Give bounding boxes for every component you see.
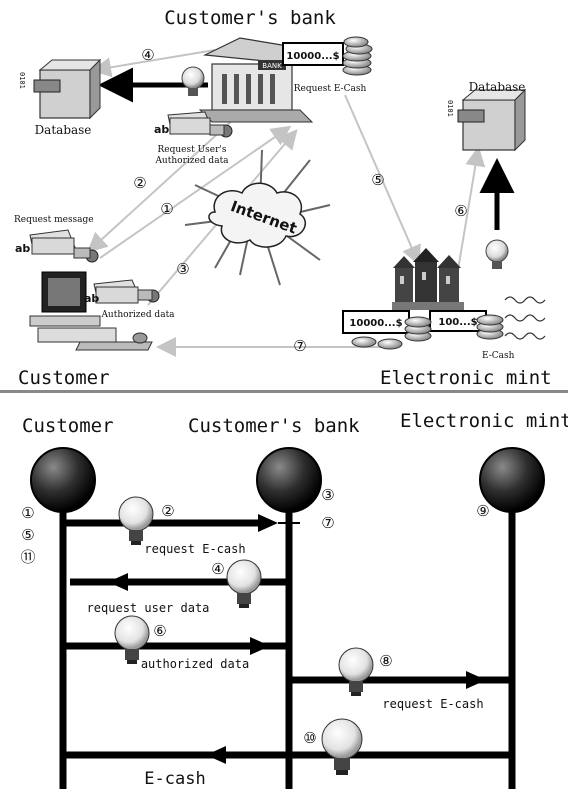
lightbulb-icon [338, 647, 374, 696]
left-binary-text: 0101 [18, 72, 26, 89]
actor-customer-label: Customer [22, 415, 114, 437]
seq-step-6: ⑥ [153, 622, 166, 640]
flow-arrow-1 [99, 125, 292, 259]
seq-step-1: ① [21, 504, 34, 522]
flow-arrow-5 [344, 94, 421, 266]
lightbulb-icon [181, 66, 205, 96]
top-bill-amount: 10000...$ [286, 51, 339, 62]
request-message-document-icon [29, 229, 99, 263]
top-customer-title: Customer [18, 367, 110, 389]
bank-building-icon: BANK [198, 37, 314, 123]
doc-ab-1: ab [154, 123, 169, 136]
request-users-label-2: Authorized data [154, 156, 229, 166]
sequence-diagram-canvas: Customer Customer's bank Electronic mint… [20, 410, 568, 789]
step-3-label: ③ [176, 260, 189, 278]
flow-arrow-2 [87, 117, 236, 253]
mint-node [479, 447, 545, 513]
seq-step-10: ⑩ [303, 729, 316, 747]
request-data-document-icon [167, 111, 233, 138]
flow-arrow-4 [91, 49, 216, 78]
doc-ab-3: ab [84, 292, 99, 305]
message-ecash [66, 746, 509, 764]
lightbulb-icon [485, 239, 509, 269]
msg-authorized-data-label: authorized data [141, 657, 249, 671]
msg-request-ecash-2-label: request E-cash [382, 697, 483, 711]
message-request-ecash-1 [66, 514, 300, 532]
step-7-label: ⑦ [293, 337, 306, 355]
request-message-label: Request message [14, 215, 94, 225]
right-database-icon [457, 88, 527, 152]
message-request-ecash-2 [292, 671, 509, 689]
customer-node [30, 447, 96, 513]
internet-cloud-icon: Internet [184, 149, 331, 286]
right-database-label: Database [469, 80, 526, 94]
request-ecash-label: Request E-Cash [294, 84, 367, 94]
actor-customers-bank-label: Customer's bank [188, 415, 360, 437]
step-6-label: ⑥ [454, 202, 467, 220]
mint-bill-amount-2: 100...$ [438, 317, 477, 328]
seq-step-8: ⑧ [379, 652, 392, 670]
step-4-label: ④ [141, 46, 154, 64]
computer-icon [29, 271, 153, 351]
step-5-label: ⑤ [371, 171, 384, 189]
seq-step-2: ② [161, 502, 174, 520]
network-diagram-canvas: Customer's bank Customer Electronic mint… [14, 7, 552, 389]
coin-stack-icon [342, 36, 373, 76]
actor-electronic-mint-label: Electronic mint [400, 410, 568, 432]
seq-step-9: ⑨ [476, 502, 489, 520]
bank-node [256, 447, 322, 513]
seq-step-4: ④ [211, 560, 224, 578]
lightbulb-icon [226, 559, 262, 608]
lightbulb-icon [114, 615, 150, 664]
message-authorized-data [66, 637, 286, 655]
top-electronic-mint-title: Electronic mint [380, 367, 552, 389]
step-1-label: ① [160, 200, 173, 218]
mint-coin-stack-icon [351, 314, 504, 350]
msg-request-ecash-1-label: request E-cash [144, 542, 245, 556]
lightbulb-icon [321, 718, 363, 775]
flow-arrow-6 [457, 146, 486, 271]
mint-building-icon [392, 248, 464, 310]
mint-bill-amount-1: 10000...$ [349, 318, 402, 329]
msg-ecash-label: E-cash [144, 769, 205, 789]
money-bill-icon: 10000...$ [282, 42, 344, 66]
ecash-label: E-Cash [482, 351, 515, 361]
doc-ab-2: ab [15, 242, 30, 255]
top-customers-bank-title: Customer's bank [164, 7, 336, 29]
panel-divider [0, 390, 568, 393]
seq-step-3: ③ [321, 486, 334, 504]
lightbulb-icon [118, 496, 154, 545]
wavy-lines-decoration [504, 296, 546, 340]
msg-request-user-data-label: request user data [87, 601, 210, 615]
authorized-data-label: Authorized data [100, 310, 175, 320]
mint-money-bill-icon: 10000...$ 100...$ [342, 310, 487, 334]
seq-step-11: ⑪ [20, 548, 35, 566]
network-diagram: Customer's bank Customer Electronic mint… [0, 0, 568, 392]
request-users-label-1: Request User's [157, 145, 226, 155]
left-database-icon [33, 58, 102, 120]
authorized-data-document-icon [93, 279, 160, 304]
right-binary-text: 0101 [446, 100, 454, 117]
seq-step-7: ⑦ [321, 514, 334, 532]
sequence-diagram: Customer Customer's bank Electronic mint… [0, 392, 568, 789]
bank-sign: BANK [262, 62, 282, 70]
seq-step-5: ⑤ [21, 526, 34, 544]
step-2-label: ② [133, 174, 146, 192]
left-database-label: Database [35, 123, 92, 137]
